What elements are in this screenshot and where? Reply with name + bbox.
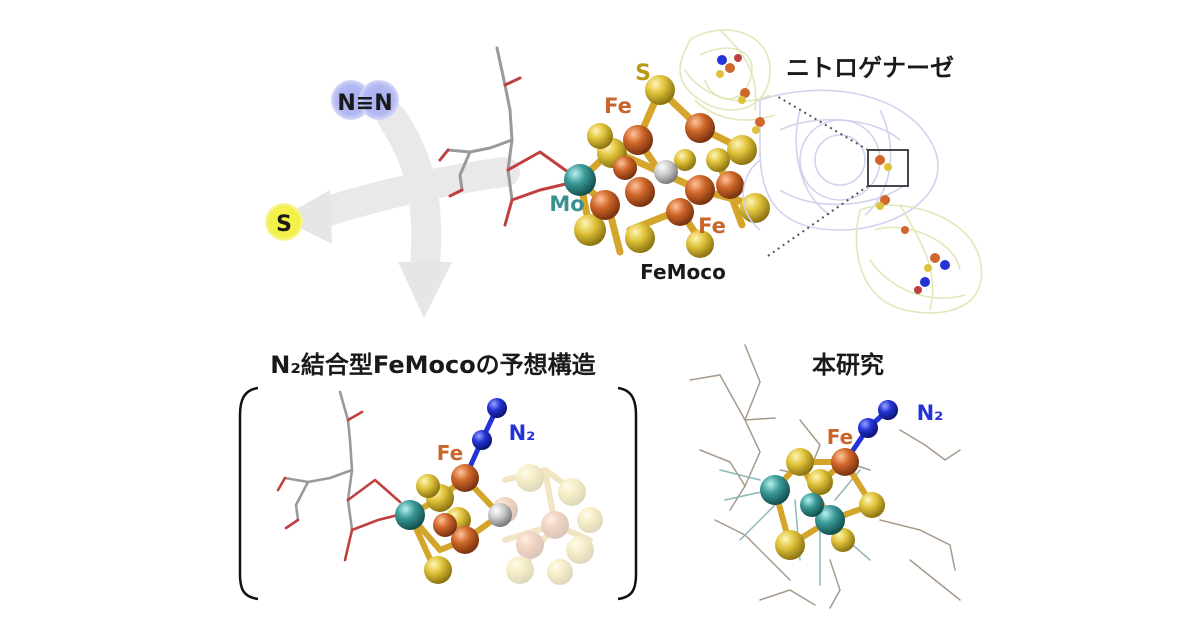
arrow-head-down: [398, 262, 452, 318]
this-work-title: 本研究: [812, 351, 884, 379]
sulfur-released-label: S: [276, 212, 292, 237]
atom-label-fe-top: Fe: [604, 94, 632, 118]
reaction-arrows: [280, 103, 520, 318]
atom-label-mo: Mo: [549, 192, 584, 216]
nitrogenase-label: ニトロゲナーゼ: [786, 54, 954, 82]
this-work-fe-label: Fe: [827, 425, 853, 449]
this-work-n2-label: N₂: [917, 401, 944, 425]
predicted-cluster: [395, 398, 512, 584]
homocitrate-ligand-bottom: [276, 390, 404, 562]
bracket-left: [238, 386, 259, 601]
atom-label-s: S: [635, 61, 651, 86]
nitrogenase-protein: [679, 29, 983, 314]
this-work-cluster: [760, 400, 898, 560]
atom-label-fe-bottom: Fe: [698, 214, 726, 238]
n2-molecule-label: N≡N: [337, 91, 392, 116]
sulfur-product: S: [265, 203, 303, 241]
homocitrate-ligand-top: [438, 46, 572, 227]
arrow-head-left: [280, 190, 332, 244]
predicted-n2-label: N₂: [509, 421, 536, 445]
predicted-structure-title: N₂結合型FeMocoの予想構造: [270, 351, 595, 379]
ligand-wireframe: [689, 344, 961, 609]
bracket-right: [617, 386, 638, 601]
faded-cluster-part: [492, 464, 603, 585]
femoco-highlight-box: [867, 149, 909, 187]
femoco-label: FeMoco: [640, 260, 726, 284]
n2-reactant: N≡N: [331, 80, 399, 120]
femoco-cluster-top: [564, 75, 770, 258]
predicted-fe-label: Fe: [437, 441, 463, 465]
